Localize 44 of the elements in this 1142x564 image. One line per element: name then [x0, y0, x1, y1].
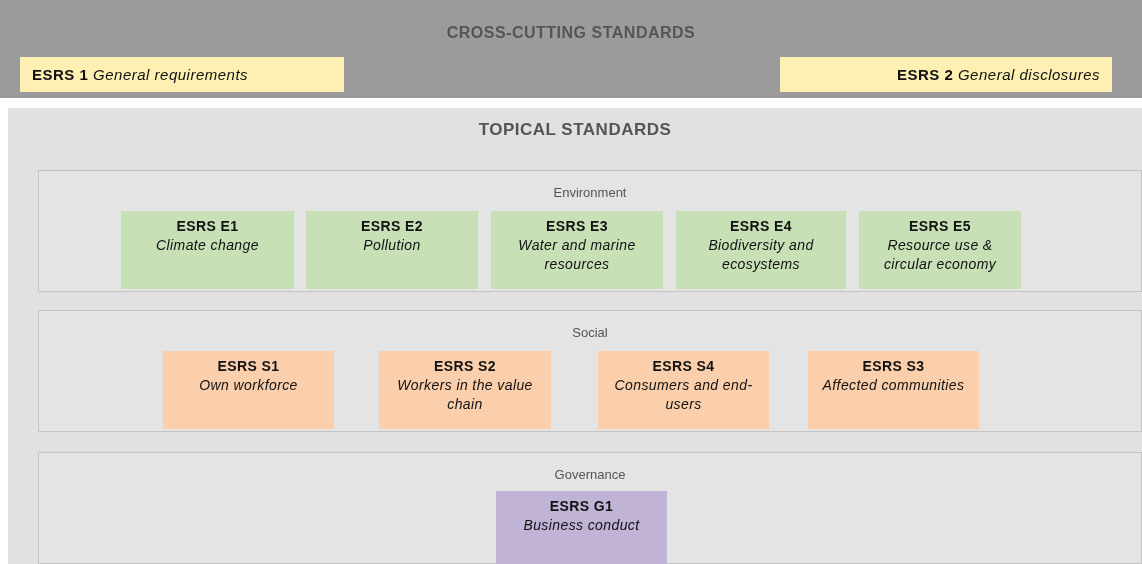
- standard-topic: Workers in the value chain: [396, 376, 534, 414]
- standard-topic: Water and marine resources: [517, 236, 637, 274]
- group-panel: [38, 310, 1142, 432]
- group-panel: [38, 170, 1142, 292]
- standard-topic: Affected communities: [821, 376, 966, 395]
- group-panel: [38, 452, 1142, 564]
- standard-topic: Climate change: [155, 236, 260, 255]
- standard-code: ESRS G1: [548, 497, 615, 516]
- standard-code: ESRS E5: [908, 217, 972, 236]
- standard-card: [598, 351, 769, 429]
- section-title: TOPICAL STANDARDS: [477, 120, 673, 140]
- standard-card: [676, 211, 846, 289]
- section-panel: [8, 108, 1142, 564]
- standard-card: [808, 351, 979, 429]
- standard-code: ESRS S2: [433, 357, 497, 376]
- standard-topic: Consumers and end-users: [613, 376, 754, 414]
- standard-code: ESRS E3: [545, 217, 609, 236]
- standard-code: ESRS S1: [216, 357, 281, 376]
- standard-card: [491, 211, 663, 289]
- group-heading: Social: [571, 325, 609, 340]
- standard-label: ESRS 2 General disclosures: [896, 66, 1100, 83]
- standard-code: ESRS S4: [651, 357, 716, 376]
- standard-code: ESRS E1: [175, 217, 240, 236]
- standard-topic: Business conduct: [522, 516, 641, 535]
- standard-card: [379, 351, 551, 429]
- standard-card: [859, 211, 1021, 289]
- standard-topic: Pollution: [362, 236, 422, 255]
- standard-card: [163, 351, 334, 429]
- standard-card: [121, 211, 294, 289]
- standard-card: [780, 57, 1112, 92]
- standard-label: ESRS 1 General requirements: [32, 66, 249, 83]
- standard-topic: Biodiversity and ecosystems: [707, 236, 815, 274]
- standard-card: [20, 57, 344, 92]
- group-heading: Environment: [552, 185, 628, 200]
- standard-card: [306, 211, 478, 289]
- group-heading: Governance: [553, 467, 627, 482]
- standard-topic: Own workforce: [198, 376, 299, 395]
- standard-topic: Resource use & circular economy: [882, 236, 998, 274]
- standard-code: ESRS E2: [360, 217, 424, 236]
- standard-code: ESRS E4: [729, 217, 793, 236]
- section-title: CROSS-CUTTING STANDARDS: [445, 24, 697, 42]
- header-band: [0, 0, 1142, 98]
- standard-code: ESRS S3: [861, 357, 926, 376]
- standard-card: [496, 491, 667, 564]
